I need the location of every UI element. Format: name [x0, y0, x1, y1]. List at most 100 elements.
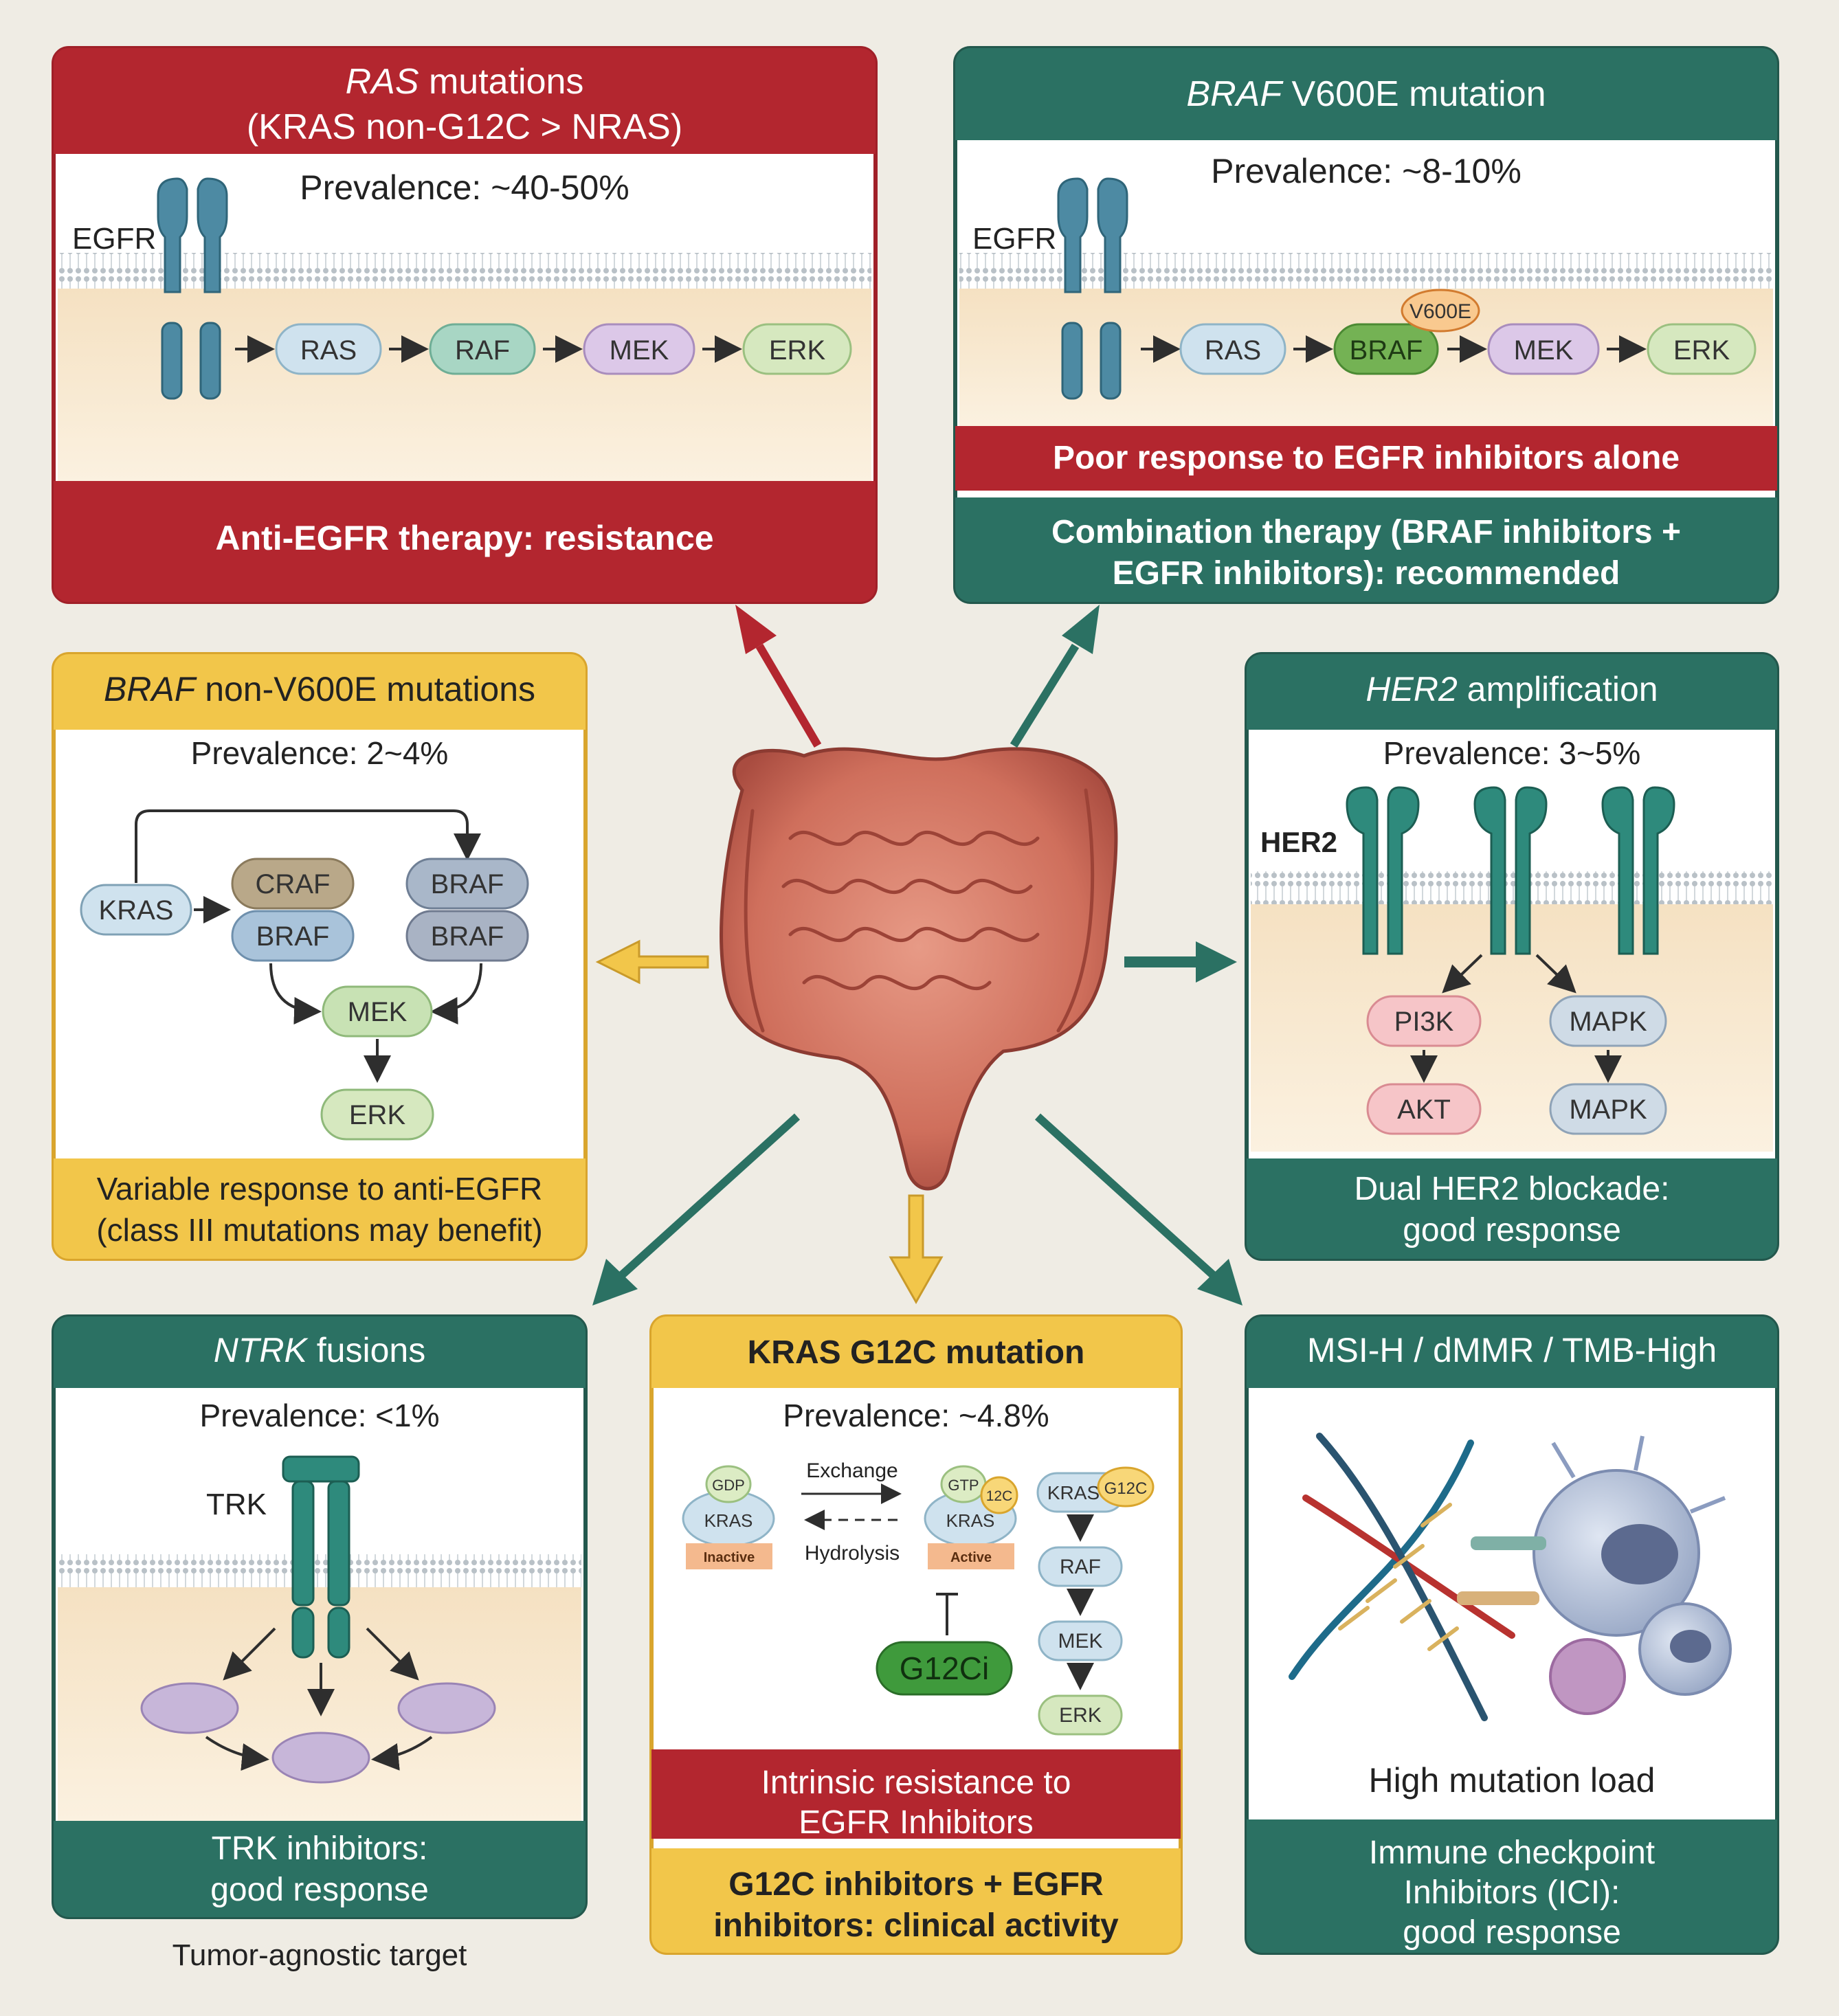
ntrk-prevalence: Prevalence: <1% [199, 1398, 439, 1433]
ras-title-line2: (KRAS non-G12C > NRAS) [247, 107, 682, 147]
svg-text:RAF: RAF [1060, 1556, 1101, 1578]
svg-text:ERK: ERK [769, 335, 826, 366]
egfr-receptor-icon [1057, 177, 1128, 400]
her2-footer-1: Dual HER2 blockade: [1355, 1171, 1670, 1207]
braf-non-footer-1: Variable response to anti-EGFR [97, 1171, 543, 1207]
svg-text:ERK: ERK [1059, 1704, 1102, 1727]
g12c-mutation-badge [980, 1476, 1018, 1514]
svg-text:Active: Active [950, 1550, 992, 1565]
svg-text:MEK: MEK [1058, 1630, 1102, 1653]
erk-node [1038, 1694, 1123, 1736]
svg-text:CRAF: CRAF [256, 869, 331, 899]
egfr-label: EGFR [72, 222, 156, 256]
msi-title: MSI-H / dMMR / TMB-High [1307, 1331, 1717, 1369]
msi-footer-3: good response [1403, 1914, 1621, 1951]
her2-footer-2: good response [1403, 1212, 1621, 1248]
svg-text:ERK: ERK [349, 1100, 406, 1130]
ntrk-note: Tumor-agnostic target [172, 1938, 467, 1972]
signal-protein [140, 1682, 239, 1734]
cell-membrane [58, 253, 871, 289]
arrow-to-ras [735, 605, 822, 748]
exchange-label: Exchange [806, 1459, 898, 1482]
braf-node [1333, 323, 1439, 375]
svg-text:RAS: RAS [1205, 335, 1261, 366]
immune-cell-icon [1457, 1435, 1732, 1715]
arrow-to-her2 [1124, 941, 1237, 983]
svg-text:EGFR Inhibitors: EGFR Inhibitors [799, 1804, 1033, 1841]
svg-text:Intrinsic resistance to: Intrinsic resistance to [761, 1765, 1071, 1801]
svg-text:V600E: V600E [1409, 300, 1471, 323]
svg-text:Inactive: Inactive [704, 1550, 755, 1565]
gdp-badge [705, 1465, 752, 1503]
cell-membrane [58, 1554, 581, 1587]
her2-receptor-icon [1346, 786, 1675, 955]
braf-v600e-panel: BRAF V600E mutation Prevalence: ~8-10% E… [953, 46, 1779, 604]
kras-node [80, 884, 192, 936]
ntrk-title: NTRK fusions [214, 1331, 425, 1369]
signal-protein [271, 1732, 370, 1784]
svg-text:MAPK: MAPK [1569, 1007, 1647, 1037]
svg-text:G12Ci: G12Ci [900, 1650, 989, 1686]
arrow-to-ntrk [592, 1113, 801, 1306]
g12c-inhibitor [876, 1641, 1013, 1696]
hydrolysis-label: Hydrolysis [805, 1542, 900, 1565]
svg-text:MEK: MEK [1514, 335, 1574, 366]
g12c-badge [1097, 1466, 1155, 1508]
ras-panel: RAS mutations (KRAS non-G12C > NRAS) Pre… [52, 46, 878, 604]
inactive-label-bar [686, 1543, 772, 1569]
arrow-to-braf-v600e [1010, 605, 1100, 748]
svg-text:MEK: MEK [348, 997, 408, 1027]
trk-label: TRK [206, 1488, 267, 1521]
svg-text:RAF: RAF [455, 335, 510, 366]
mek-node [1487, 323, 1600, 375]
cell-membrane [1251, 871, 1773, 904]
svg-text:GDP: GDP [712, 1477, 745, 1494]
svg-text:BRAF: BRAF [431, 869, 504, 899]
connector-arrows [592, 605, 1242, 1306]
svg-text:PI3K: PI3K [1394, 1007, 1454, 1037]
active-label-bar [928, 1543, 1014, 1569]
kras-g12c-title: KRAS G12C mutation [748, 1334, 1085, 1371]
ras-node [275, 323, 382, 375]
raf-node [429, 323, 536, 375]
svg-text:KRAS: KRAS [946, 1510, 995, 1531]
braf-v600e-footer-1: Combination therapy (BRAF inhibitors + [1051, 514, 1681, 550]
svg-text:KRAS: KRAS [704, 1510, 753, 1531]
her2-title: HER2 amplification [1366, 670, 1658, 708]
kras-g12c-prevalence: Prevalence: ~4.8% [783, 1398, 1049, 1433]
arrow-to-kras-g12c [889, 1194, 944, 1305]
kras-g12c-cascade: KRAS G12C RAF MEK ERK [1036, 1466, 1155, 1736]
pi3k-node [1366, 995, 1482, 1047]
kras-g12c-warning-bar [651, 1749, 1181, 1839]
braf-v600e-title: BRAF V600E mutation [1186, 74, 1546, 114]
braf-non-pathway: KRAS CRAF BRAF BRAF BRAF MEK ERK [80, 809, 529, 1141]
msi-caption: High mutation load [1369, 1761, 1656, 1800]
svg-text:BRAF: BRAF [256, 921, 330, 952]
mek-node [583, 323, 695, 375]
msi-footer-1: Immune checkpoint [1369, 1835, 1655, 1871]
ras-footer: Anti-EGFR therapy: resistance [215, 519, 713, 557]
trk-receptor-icon [282, 1455, 360, 1659]
svg-text:AKT: AKT [1397, 1095, 1451, 1125]
mapk-node [1549, 995, 1667, 1047]
mek-node [322, 985, 433, 1038]
svg-text:KRAS: KRAS [1047, 1482, 1100, 1503]
cell-membrane [959, 253, 1773, 289]
erk-node [320, 1088, 434, 1141]
erk-node [742, 323, 852, 375]
arrow-to-msi [1034, 1113, 1242, 1306]
svg-text:ERK: ERK [1673, 335, 1730, 366]
braf-v600e-prevalence: Prevalence: ~8-10% [1211, 152, 1522, 190]
mapk-node [1549, 1083, 1667, 1135]
ntrk-panel: NTRK fusions Prevalence: <1% TRK TRK inh… [52, 1314, 588, 1972]
svg-text:12C: 12C [986, 1488, 1013, 1504]
ras-title: RAS mutations [346, 62, 584, 102]
svg-text:GTP: GTP [948, 1477, 979, 1494]
svg-text:BRAF: BRAF [431, 921, 504, 952]
v600e-badge [1401, 289, 1480, 333]
arrow-to-braf-non [595, 939, 709, 985]
braf-node [405, 858, 529, 910]
svg-text:RAS: RAS [300, 335, 357, 366]
her2-label: HER2 [1260, 826, 1337, 858]
